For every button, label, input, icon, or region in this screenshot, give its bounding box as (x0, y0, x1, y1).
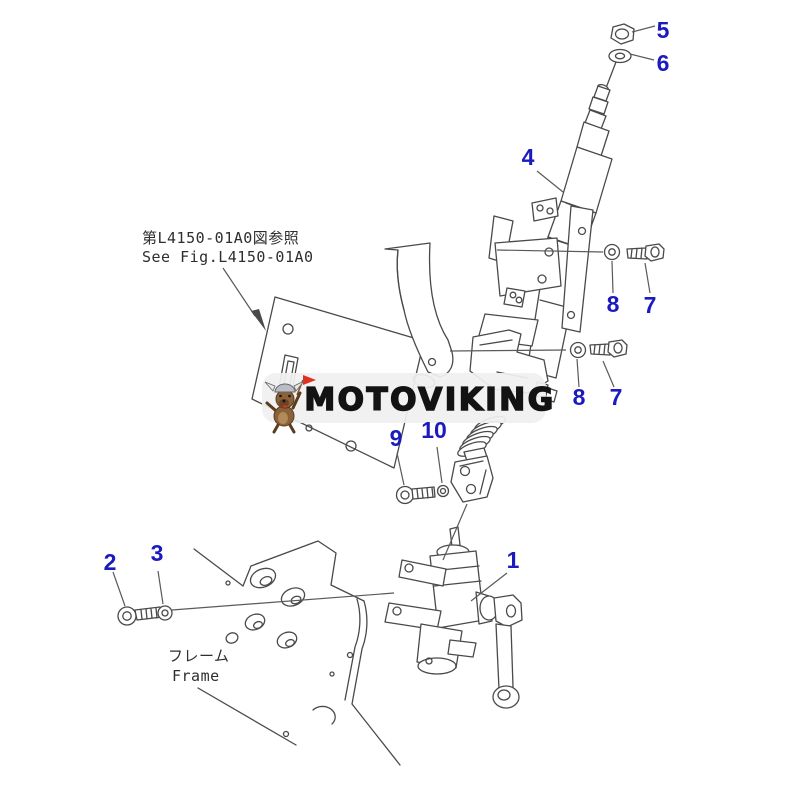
watermark: MOTOVIKING (262, 373, 555, 434)
callout-7-bolt: 7 (644, 292, 657, 318)
callout-7-bolt: 7 (610, 384, 623, 410)
callout-9-bolt: 9 (390, 425, 403, 451)
watermark-background (262, 373, 546, 423)
reference-note-jp: 第L4150-01A0図参照 (142, 229, 299, 247)
see-fig-arrow (222, 267, 266, 331)
frame-label-en: Frame (172, 667, 220, 685)
washer-part-6 (608, 48, 632, 64)
viking-dog-mascot-icon (264, 375, 316, 434)
bolt-part-2 (117, 606, 163, 626)
reference-note-en: See Fig.L4150-01A0 (142, 248, 314, 266)
callout-5-nut: 5 (657, 17, 670, 43)
bolt-part-9 (395, 485, 436, 505)
callout-10-snap-ring: 10 (421, 417, 447, 443)
bolt-part-7-lower (589, 339, 628, 358)
frame (193, 540, 401, 766)
callout-4-steering-column: 4 (522, 144, 535, 170)
snap-ring-part-10 (436, 484, 450, 498)
annotations: 第L4150-01A0図参照 See Fig.L4150-01A0 フレーム F… (142, 229, 314, 685)
washer-part-8-lower (569, 341, 587, 359)
nut-part-5 (610, 23, 635, 45)
washer-part-3 (157, 605, 173, 621)
callout-8-washer: 8 (607, 291, 620, 317)
leader-lines (112, 25, 656, 611)
flag-icon (303, 375, 316, 385)
frame-label-jp: フレーム (168, 647, 230, 665)
column-mounting-brackets (477, 197, 594, 347)
bolt-part-7-upper (626, 243, 665, 262)
steering-gear-box (384, 526, 523, 709)
callout-2-bolt: 2 (104, 549, 117, 575)
washer-part-8-upper (603, 243, 621, 261)
universal-joint (450, 447, 494, 503)
brand-wordmark: MOTOVIKING (304, 382, 555, 418)
callout-1-steering-gear-box: 1 (507, 547, 520, 573)
callout-6-washer: 6 (657, 50, 670, 76)
callout-3-washer: 3 (151, 540, 164, 566)
callout-8-washer: 8 (573, 384, 586, 410)
